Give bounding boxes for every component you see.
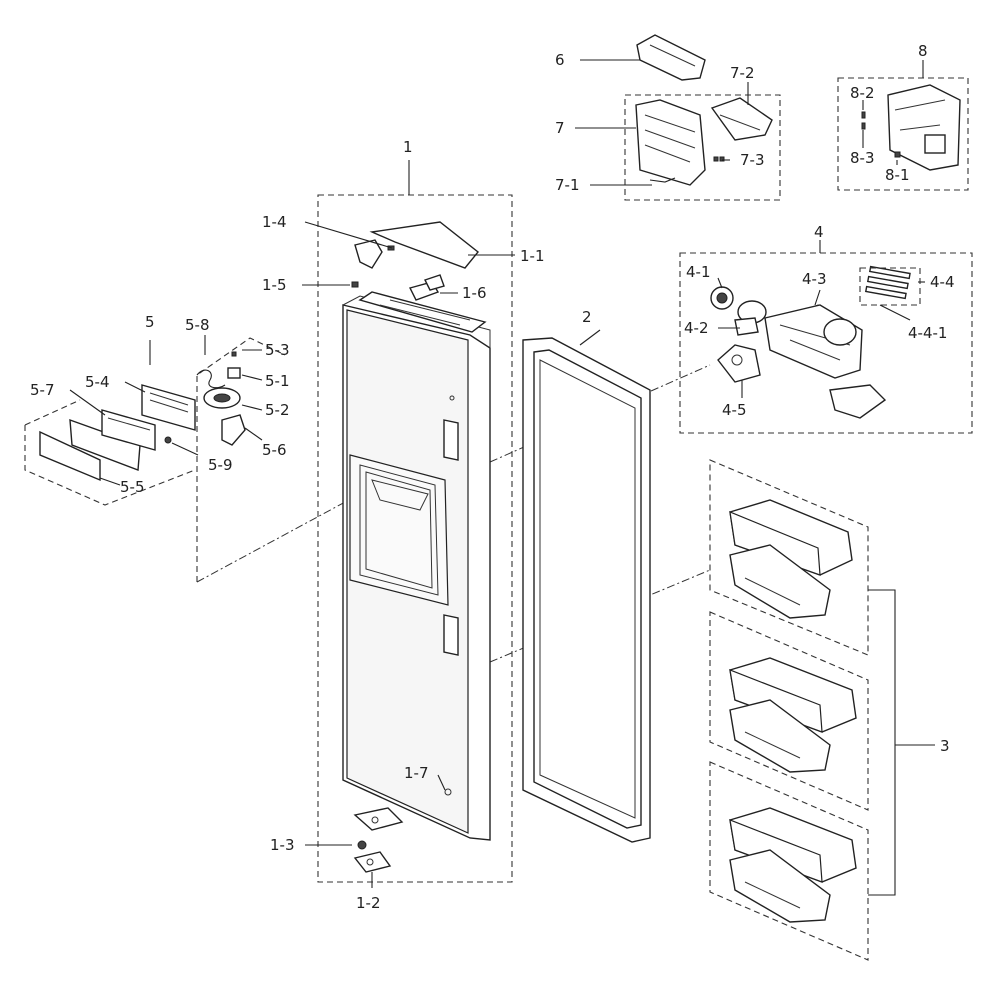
part-3-shelves-box (709, 459, 935, 961)
label-5-9: 5-9 (208, 456, 233, 474)
label-5-4: 5-4 (85, 373, 110, 391)
label-4-5: 4-5 (722, 401, 747, 419)
label-3: 3 (940, 737, 950, 755)
label-7-1: 7-1 (555, 176, 580, 194)
label-4-2: 4-2 (684, 319, 709, 337)
label-6: 6 (555, 51, 565, 69)
label-1-5: 1-5 (262, 276, 287, 294)
label-8-2: 8-2 (850, 84, 875, 102)
label-4-1: 4-1 (686, 263, 711, 281)
part-1-5-pin (351, 281, 359, 288)
label-7-2: 7-2 (730, 64, 755, 82)
label-4-3: 4-3 (802, 270, 827, 288)
part-1-3-lower-hinge (353, 807, 404, 850)
part-1-2-bottom-hinge (353, 851, 392, 873)
group-5-box (24, 337, 286, 582)
group-4-box (679, 240, 973, 434)
label-4-4-1: 4-4-1 (908, 324, 947, 342)
label-1-7: 1-7 (404, 764, 429, 782)
part-7-contents (635, 97, 773, 186)
group-8-box (837, 60, 969, 191)
label-5-3: 5-3 (265, 341, 290, 359)
label-7-3: 7-3 (740, 151, 765, 169)
part-6-cover (636, 34, 706, 81)
label-1-3: 1-3 (270, 836, 295, 854)
part-1-1-top-plate (369, 221, 479, 269)
label-1-2: 1-2 (356, 894, 381, 912)
part-1-6-bracket (408, 274, 445, 301)
part-2-door-gasket (522, 337, 651, 843)
group-1-box (317, 160, 513, 883)
label-5-1: 5-1 (265, 372, 290, 390)
label-8-3: 8-3 (850, 149, 875, 167)
label-1: 1 (403, 138, 413, 156)
label-8: 8 (918, 42, 928, 60)
label-4: 4 (814, 223, 824, 241)
part-4-contents (710, 265, 921, 419)
label-5-8: 5-8 (185, 316, 210, 334)
part-1-4-hinge (354, 239, 395, 269)
label-1-4: 1-4 (262, 213, 287, 231)
callout-labels: 1 1-1 1-4 1-5 1-6 1-7 1-3 1-2 2 3 4 4-1 … (30, 42, 955, 912)
label-8-1: 8-1 (885, 166, 910, 184)
label-4-4: 4-4 (930, 273, 955, 291)
part-8-contents (861, 84, 961, 171)
shelf-bin-1 (729, 499, 853, 619)
label-5-2: 5-2 (265, 401, 290, 419)
label-7: 7 (555, 119, 565, 137)
label-5-5: 5-5 (120, 478, 145, 496)
label-1-1: 1-1 (520, 247, 545, 265)
label-5-6: 5-6 (262, 441, 287, 459)
shelf-bin-3 (729, 807, 857, 923)
part-5-contents (39, 351, 246, 482)
shelf-bin-2 (729, 657, 857, 773)
label-5: 5 (145, 313, 155, 331)
door-assembly (342, 291, 491, 841)
leader-lines (69, 59, 925, 888)
label-5-7: 5-7 (30, 381, 55, 399)
label-1-6: 1-6 (462, 284, 487, 302)
label-2: 2 (582, 308, 592, 326)
group-7-box (624, 94, 781, 201)
